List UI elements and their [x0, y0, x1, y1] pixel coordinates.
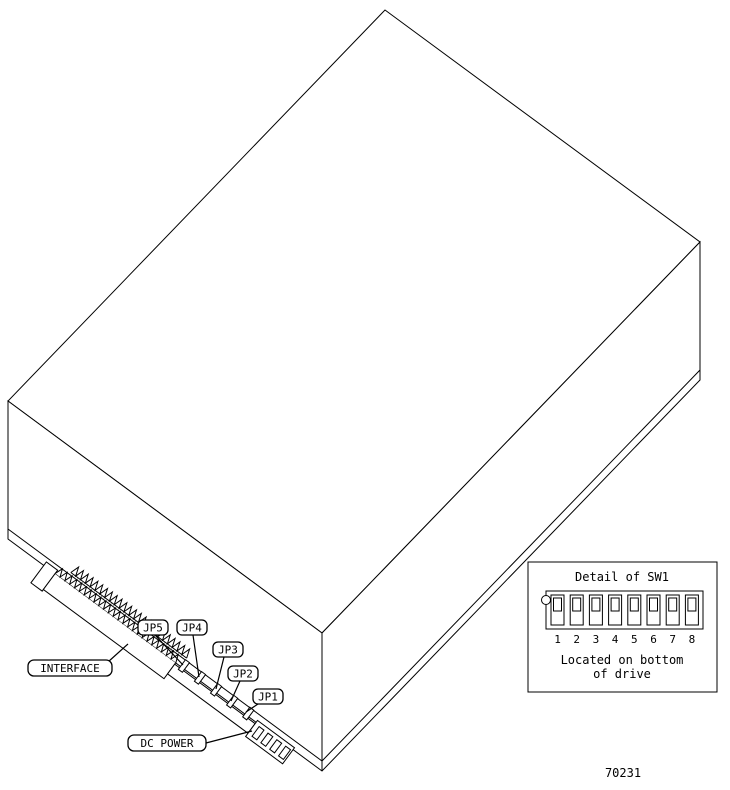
interface-leader	[107, 643, 129, 663]
interface-label: INTERFACE	[40, 662, 100, 675]
callout-jp5: JP5	[137, 619, 169, 636]
dip-switch-number: 1	[554, 633, 561, 646]
leader-lines	[107, 634, 259, 744]
jp5-label-box	[137, 619, 169, 636]
jp1-label-box	[252, 688, 284, 705]
detail-note-line1: Located on bottom	[561, 653, 684, 667]
jp1-leader	[245, 703, 259, 713]
dip-switch-number: 4	[612, 633, 619, 646]
dc-power-pin-3	[269, 738, 283, 754]
jp5-leader	[154, 634, 184, 666]
dip-switch-number: 7	[669, 633, 676, 646]
dc-power-label-box	[127, 734, 207, 752]
jp3-label-box	[212, 641, 244, 658]
dip-switch-rocker	[553, 597, 562, 612]
switch-indicator-dot	[541, 595, 551, 605]
dip-switch-number: 8	[689, 633, 696, 646]
dc-power-pin-1	[251, 725, 265, 741]
detail-title: Detail of SW1	[575, 570, 669, 584]
jp2-label-box	[227, 665, 259, 682]
jp4-label-box	[176, 619, 208, 636]
jp2-label: JP2	[233, 668, 253, 681]
jp2-leader	[230, 680, 241, 702]
dip-switch-number: 3	[593, 633, 600, 646]
jp4-leader	[192, 634, 200, 678]
jumper-pin-jp3	[209, 682, 223, 697]
dc-power-pin-4	[277, 745, 292, 761]
dip-switch-rocker	[572, 597, 582, 612]
jp3-label: JP3	[218, 644, 238, 657]
jumper-pin-jp4	[193, 670, 207, 685]
pcb-edge-baseline	[70, 572, 187, 659]
jp1-label: JP1	[258, 691, 278, 704]
interface-label-box	[27, 659, 113, 677]
dc-power-pin-2	[260, 732, 274, 748]
part-number: 70231	[605, 766, 641, 780]
dc-power-leader	[205, 730, 253, 744]
dip-switch-rocker	[687, 597, 697, 612]
callout-jp1: JP1	[252, 688, 284, 705]
dip-switch-number: 2	[573, 633, 580, 646]
detail-note-line2: of drive	[593, 667, 651, 681]
callout-jp4: JP4	[176, 619, 208, 636]
jp3-leader	[215, 656, 225, 690]
jumper-pin-jp2	[225, 694, 239, 709]
dip-switch-rocker	[649, 597, 658, 612]
dip-switch-rocker	[591, 597, 601, 612]
callout-jp3: JP3	[212, 641, 244, 658]
jp4-label: JP4	[182, 622, 202, 635]
interface-connector-teeth	[54, 567, 180, 663]
callout-interface: INTERFACE	[27, 659, 113, 677]
callout-jp2: JP2	[227, 665, 259, 682]
dc-power-label: DC POWER	[141, 737, 194, 750]
dip-switch-number: 5	[631, 633, 638, 646]
drive-box	[7, 9, 701, 772]
callout-dc-power: DC POWER	[127, 734, 207, 752]
dip-switch-number: 6	[650, 633, 657, 646]
dip-switch-rocker	[629, 597, 639, 612]
dip-switch-rocker	[610, 597, 620, 612]
dip-switch-rocker	[668, 597, 678, 612]
jp5-label: JP5	[143, 622, 163, 635]
